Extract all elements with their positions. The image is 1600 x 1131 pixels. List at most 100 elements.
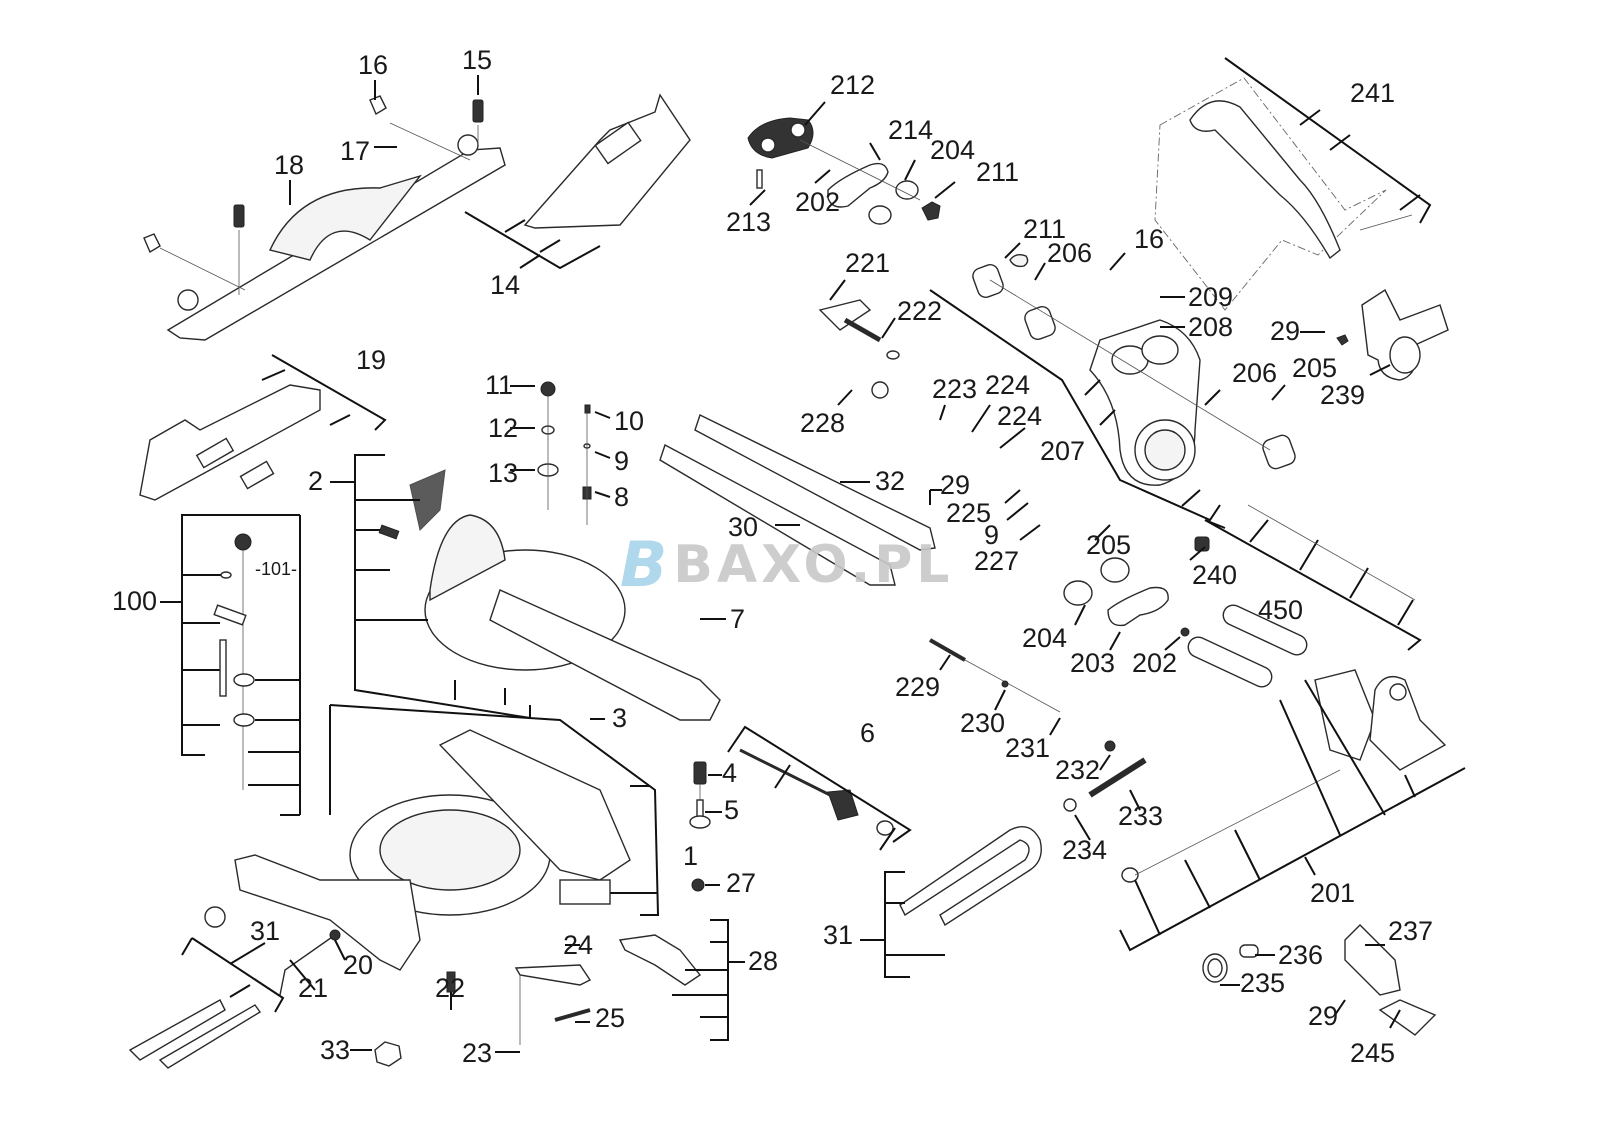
part-label-237: 237 xyxy=(1388,916,1434,946)
part-label-245: 245 xyxy=(1350,1038,1396,1068)
part-label-240: 240 xyxy=(1192,560,1238,590)
bevel-arm-part-2 xyxy=(354,454,721,721)
part-label-228: 228 xyxy=(800,408,846,438)
part-label-236: 236 xyxy=(1278,940,1324,970)
part-label-12: 12 xyxy=(488,413,519,443)
part-label-221: 221 xyxy=(845,248,891,278)
part-label-202: 202 xyxy=(1132,648,1178,678)
rail-part-32 xyxy=(694,414,936,551)
part-label-31: 31 xyxy=(823,920,854,950)
part-label-15: 15 xyxy=(462,45,493,75)
part-label-211: 211 xyxy=(976,157,1020,187)
part-label-229: 229 xyxy=(895,672,941,702)
part-label-9: 9 xyxy=(984,520,1000,550)
part-label-231: 231 xyxy=(1005,733,1051,763)
part-label-209: 209 xyxy=(1188,282,1234,312)
part-label-233: 233 xyxy=(1118,801,1164,831)
part-label-21: 21 xyxy=(298,973,329,1003)
part-label-18: 18 xyxy=(274,150,305,180)
part-label-205: 205 xyxy=(1292,353,1338,383)
part-label-33: 33 xyxy=(320,1035,351,1065)
part-label-1: 1 xyxy=(683,841,699,871)
part-label-241: 241 xyxy=(1350,78,1396,108)
part-label-225: 225 xyxy=(946,498,992,528)
part-label-100: 100 xyxy=(112,586,158,616)
watermark-logo-icon: B xyxy=(620,528,667,601)
part-label-222: 222 xyxy=(897,296,943,326)
part-label-10: 10 xyxy=(614,406,645,436)
part-label-14: 14 xyxy=(490,270,521,300)
link-group-450 xyxy=(1204,504,1422,651)
part-label-8: 8 xyxy=(614,482,630,512)
fence-part-14 xyxy=(464,93,691,270)
part-label-212: 212 xyxy=(830,70,876,100)
fasteners-column xyxy=(537,381,592,525)
part-label-3: 3 xyxy=(612,703,628,733)
part-label-235: 235 xyxy=(1240,968,1286,998)
part-label-204: 204 xyxy=(930,135,976,165)
part-label-224: 224 xyxy=(997,401,1043,431)
part-label-32: 32 xyxy=(875,466,906,496)
part-label-4: 4 xyxy=(722,758,738,788)
part-label-11: 11 xyxy=(485,370,514,400)
shaft-part-221 xyxy=(818,299,900,399)
part-label-227: 227 xyxy=(974,546,1020,576)
stop-parts xyxy=(689,761,711,892)
link-plate-group-203 xyxy=(1063,536,1210,637)
carriage-group-201 xyxy=(1119,604,1466,952)
part-label-213: 213 xyxy=(726,207,772,237)
part-label-17: 17 xyxy=(340,136,371,166)
part-label-206: 206 xyxy=(1232,358,1278,388)
watermark-text: BAXO.PL xyxy=(673,534,954,595)
base-part-1 xyxy=(234,704,660,971)
part-label-224: 224 xyxy=(985,370,1031,400)
part-label-214: 214 xyxy=(888,115,934,145)
part-label-232: 232 xyxy=(1055,755,1101,785)
part-label-205: 205 xyxy=(1086,530,1132,560)
part-label-29: 29 xyxy=(1270,316,1301,346)
part-label-230: 230 xyxy=(960,708,1006,738)
part-label-22: 22 xyxy=(435,973,466,1003)
part-label-23: 23 xyxy=(462,1038,493,1068)
part-label-7: 7 xyxy=(730,604,746,634)
part-label-5: 5 xyxy=(724,795,740,825)
extension-bar-part-31 xyxy=(884,826,1042,978)
part-label-239: 239 xyxy=(1320,380,1366,410)
part-label-211: 211 xyxy=(1023,214,1067,244)
part-label-9: 9 xyxy=(614,446,630,476)
bracket-part-239 xyxy=(1336,288,1449,381)
spring-guard-parts xyxy=(1202,924,1437,1036)
part-label-29: 29 xyxy=(1308,1001,1339,1031)
part-label-2: 2 xyxy=(308,466,324,496)
part-label-202: 202 xyxy=(795,187,841,217)
part-label-223: 223 xyxy=(932,374,978,404)
part-label-207: 207 xyxy=(1040,436,1086,466)
part-label-29: 29 xyxy=(940,470,971,500)
part-label-204: 204 xyxy=(1022,623,1068,653)
handle-part-241 xyxy=(1154,57,1432,311)
part-label-30: 30 xyxy=(728,512,759,542)
part-label-208: 208 xyxy=(1188,312,1234,342)
leader-lines xyxy=(160,75,1401,1053)
part-label-24: 24 xyxy=(563,930,594,960)
watermark: B BAXO.PL xyxy=(620,528,953,601)
lock-rod-part-6 xyxy=(727,725,912,851)
part-label-203: 203 xyxy=(1070,648,1116,678)
part-label-101: -101- xyxy=(255,559,298,579)
arm-part-207 xyxy=(929,253,1296,522)
part-label-234: 234 xyxy=(1062,835,1108,865)
lock-plate-group xyxy=(747,117,941,225)
clamp-group-100 xyxy=(181,514,301,816)
left-bottom-parts xyxy=(128,906,729,1069)
part-label-201: 201 xyxy=(1310,878,1356,908)
part-label-20: 20 xyxy=(343,950,374,980)
part-label-13: 13 xyxy=(488,458,519,488)
part-label-16: 16 xyxy=(358,50,389,80)
part-label-19: 19 xyxy=(356,345,387,375)
part-label-206: 206 xyxy=(1047,238,1093,268)
part-label-27: 27 xyxy=(726,868,757,898)
part-label-25: 25 xyxy=(595,1003,626,1033)
cover-part-19 xyxy=(139,354,387,501)
part-label-16: 16 xyxy=(1134,224,1165,254)
